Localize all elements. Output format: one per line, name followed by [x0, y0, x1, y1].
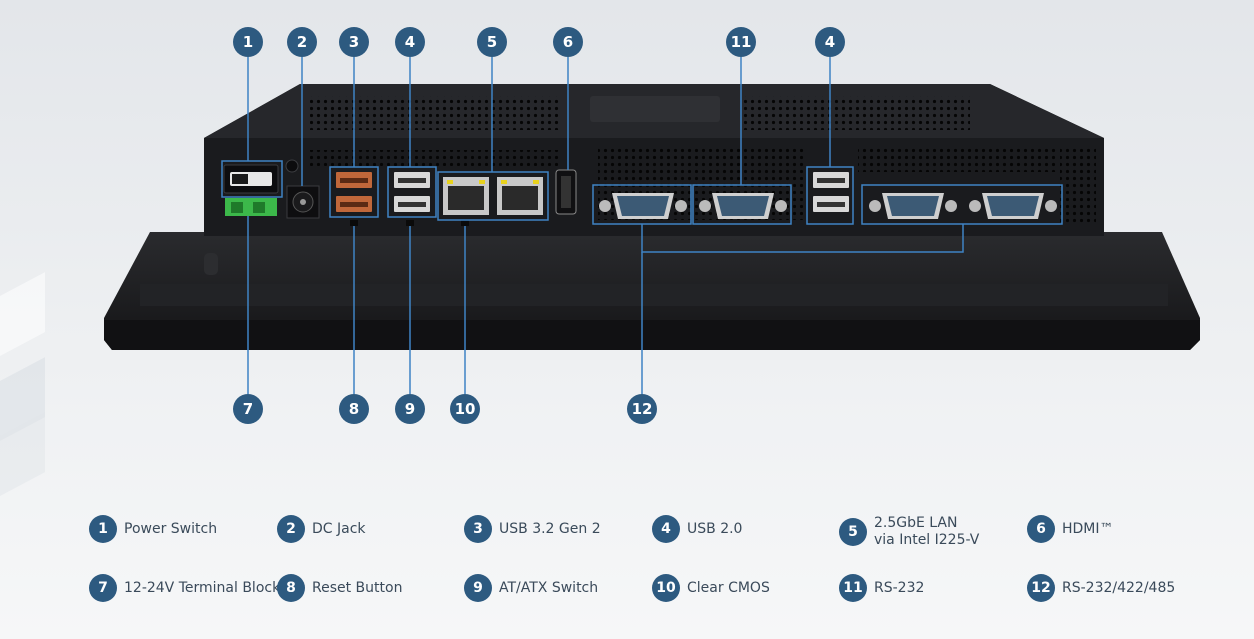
serial-port-2: [699, 193, 787, 219]
callout-9: 9: [395, 394, 425, 424]
callout-5: 5: [477, 27, 507, 57]
legend-number: 1: [89, 515, 117, 543]
callout-10: 10: [450, 394, 480, 424]
legend-number: 3: [464, 515, 492, 543]
legend-item: 10 Clear CMOS: [652, 574, 770, 602]
hdmi-port: [555, 169, 577, 215]
legend-item: 12 RS-232/422/485: [1027, 574, 1175, 602]
legend-label: Clear CMOS: [687, 579, 770, 596]
usb2-ports-left: [394, 172, 430, 226]
callout-11: 11: [726, 27, 756, 57]
callout-1: 1: [233, 27, 263, 57]
legend-number: 10: [652, 574, 680, 602]
serial-port-3: [869, 193, 957, 219]
legend-number: 8: [277, 574, 305, 602]
callout-4: 4: [395, 27, 425, 57]
legend-item: 1 Power Switch: [89, 515, 217, 543]
legend-label: USB 2.0: [687, 520, 743, 537]
callout-6: 6: [553, 27, 583, 57]
legend-label: 12-24V Terminal Block: [124, 579, 281, 596]
legend-item: 4 USB 2.0: [652, 515, 742, 543]
legend-label: RS-232/422/485: [1062, 579, 1176, 596]
callout-7: 7: [233, 394, 263, 424]
legend-number: 4: [652, 515, 680, 543]
legend-number: 11: [839, 574, 867, 602]
legend-number: 12: [1027, 574, 1055, 602]
legend-label: RS-232: [874, 579, 925, 596]
leader-lines: [247, 57, 964, 394]
legend-item: 7 12-24V Terminal Block: [89, 574, 280, 602]
legend-label: USB 3.2 Gen 2: [499, 520, 601, 537]
legend-number: 2: [277, 515, 305, 543]
reset-button-hole: [285, 159, 299, 173]
legend-label: Power Switch: [124, 520, 218, 537]
serial-port-4: [969, 193, 1057, 219]
lan-ports: [443, 177, 543, 226]
legend-number: 5: [839, 518, 867, 546]
callout-8: 8: [339, 394, 369, 424]
legend-label: AT/ATX Switch: [499, 579, 599, 596]
legend-label: HDMI™: [1062, 520, 1114, 537]
legend-number: 7: [89, 574, 117, 602]
callout-3: 3: [339, 27, 369, 57]
legend-label: Reset Button: [312, 579, 403, 596]
callout-2: 2: [287, 27, 317, 57]
legend-item: 11 RS-232: [839, 574, 924, 602]
panel-bezel: [104, 232, 1200, 350]
legend-number: 6: [1027, 515, 1055, 543]
legend-item: 5 2.5GbE LAN via Intel I225-V: [839, 515, 979, 549]
legend-item: 3 USB 3.2 Gen 2: [464, 515, 601, 543]
dc-jack: [286, 185, 320, 219]
terminal-block: [225, 198, 277, 216]
legend-label: DC Jack: [312, 520, 366, 537]
legend-item: 8 Reset Button: [277, 574, 402, 602]
legend-item: 9 AT/ATX Switch: [464, 574, 598, 602]
legend-number: 9: [464, 574, 492, 602]
usb2-ports-right: [813, 172, 849, 212]
usb3-ports: [336, 172, 372, 226]
legend-label: 2.5GbE LAN via Intel I225-V: [874, 515, 980, 548]
legend-item: 6 HDMI™: [1027, 515, 1114, 543]
serial-port-1: [599, 193, 687, 219]
power-switch: [223, 164, 279, 194]
callout-4: 4: [815, 27, 845, 57]
legend-item: 2 DC Jack: [277, 515, 366, 543]
callout-12: 12: [627, 394, 657, 424]
